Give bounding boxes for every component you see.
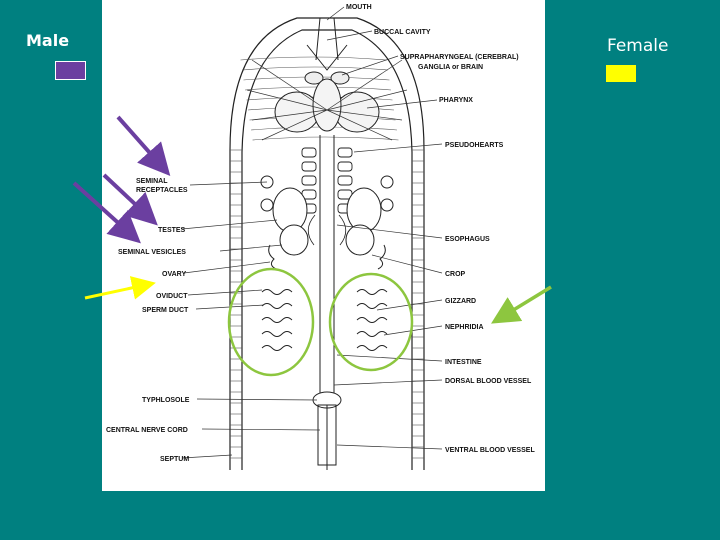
label-ovary: OVARY [162, 271, 186, 278]
label-mouth: MOUTH [346, 4, 372, 11]
label-brain-1: SUPRAPHARYNGEAL (CEREBRAL) [400, 54, 519, 61]
buccal-cavity [307, 18, 347, 70]
left-labels: SEMINAL RECEPTACLES TESTES SEMINAL VESIC… [106, 178, 190, 463]
label-brain-2: GANGLIA or BRAIN [418, 64, 483, 71]
label-central-nerve-cord: CENTRAL NERVE CORD [106, 427, 188, 434]
leader-line [188, 290, 262, 295]
male-legend-label: Male [26, 31, 69, 50]
nephridium-coil [357, 290, 387, 295]
label-septum: SEPTUM [160, 456, 189, 463]
nephridium-coil [262, 304, 292, 309]
leader-line [337, 445, 442, 449]
label-sperm-duct: SPERM DUCT [142, 307, 189, 314]
earthworm-diagram-panel: SEMINAL RECEPTACLES TESTES SEMINAL VESIC… [102, 0, 545, 491]
leader-line [334, 380, 442, 385]
pseudohearts [302, 148, 352, 213]
pseudoheart [338, 162, 352, 171]
label-seminal-vesicles: SEMINAL VESICLES [118, 249, 186, 256]
female-legend-label: Female [607, 36, 668, 56]
nephridium-coil [262, 290, 292, 295]
label-intestine: INTESTINE [445, 359, 482, 366]
nephridium-coil [262, 318, 292, 323]
label-dorsal-blood-vessel: DORSAL BLOOD VESSEL [445, 378, 532, 385]
label-buccal-cavity: BUCCAL CAVITY [374, 29, 431, 36]
pharynx [275, 79, 379, 132]
segment-ring [241, 57, 387, 60]
leader-line [190, 182, 267, 185]
label-ventral-blood-vessel: VENTRAL BLOOD VESSEL [445, 447, 535, 454]
label-typhlosole: TYPHLOSOLE [142, 397, 190, 404]
leader-line [197, 399, 317, 400]
label-testes: TESTES [158, 227, 186, 234]
leader-line [220, 245, 282, 251]
right-labels: MOUTH BUCCAL CAVITY SUPRAPHARYNGEAL (CER… [346, 4, 535, 454]
segment-ring [253, 137, 399, 140]
seminal-vesicles [261, 176, 393, 255]
label-seminal-receptacles-2: RECEPTACLES [136, 187, 188, 194]
pseudoheart [302, 162, 316, 171]
nephridium-coil [357, 304, 387, 309]
label-seminal-receptacles-1: SEMINAL [136, 178, 168, 185]
leader-line [182, 455, 232, 458]
earthworm-anatomy-diagram: SEMINAL RECEPTACLES TESTES SEMINAL VESIC… [102, 0, 545, 491]
female-color-swatch [606, 65, 636, 82]
nephridia-coils [262, 290, 387, 351]
label-nephridia: NEPHRIDIA [445, 324, 484, 331]
leader-line [202, 429, 320, 430]
leader-line [354, 144, 442, 152]
pseudoheart [338, 176, 352, 185]
intestine-cross-section [313, 392, 341, 470]
nephridium-coil [357, 318, 387, 323]
leader-line [337, 355, 442, 361]
nephridium-coil [262, 346, 292, 351]
label-gizzard: GIZZARD [445, 298, 476, 305]
label-pseudohearts: PSEUDOHEARTS [445, 142, 504, 149]
pseudoheart [302, 148, 316, 157]
male-color-swatch [55, 61, 86, 80]
leader-line [327, 31, 372, 40]
nephridium-coil [262, 332, 292, 337]
segment-ring [242, 67, 388, 70]
label-oviduct: OVIDUCT [156, 293, 188, 300]
label-esophagus: ESOPHAGUS [445, 236, 490, 243]
digestive-tract [308, 135, 346, 395]
nephridium-coil [357, 332, 387, 337]
label-pharynx: PHARYNX [439, 97, 473, 104]
pseudoheart [338, 148, 352, 157]
label-crop: CROP [445, 271, 466, 278]
pseudoheart [302, 176, 316, 185]
nephridium-coil [357, 346, 387, 351]
